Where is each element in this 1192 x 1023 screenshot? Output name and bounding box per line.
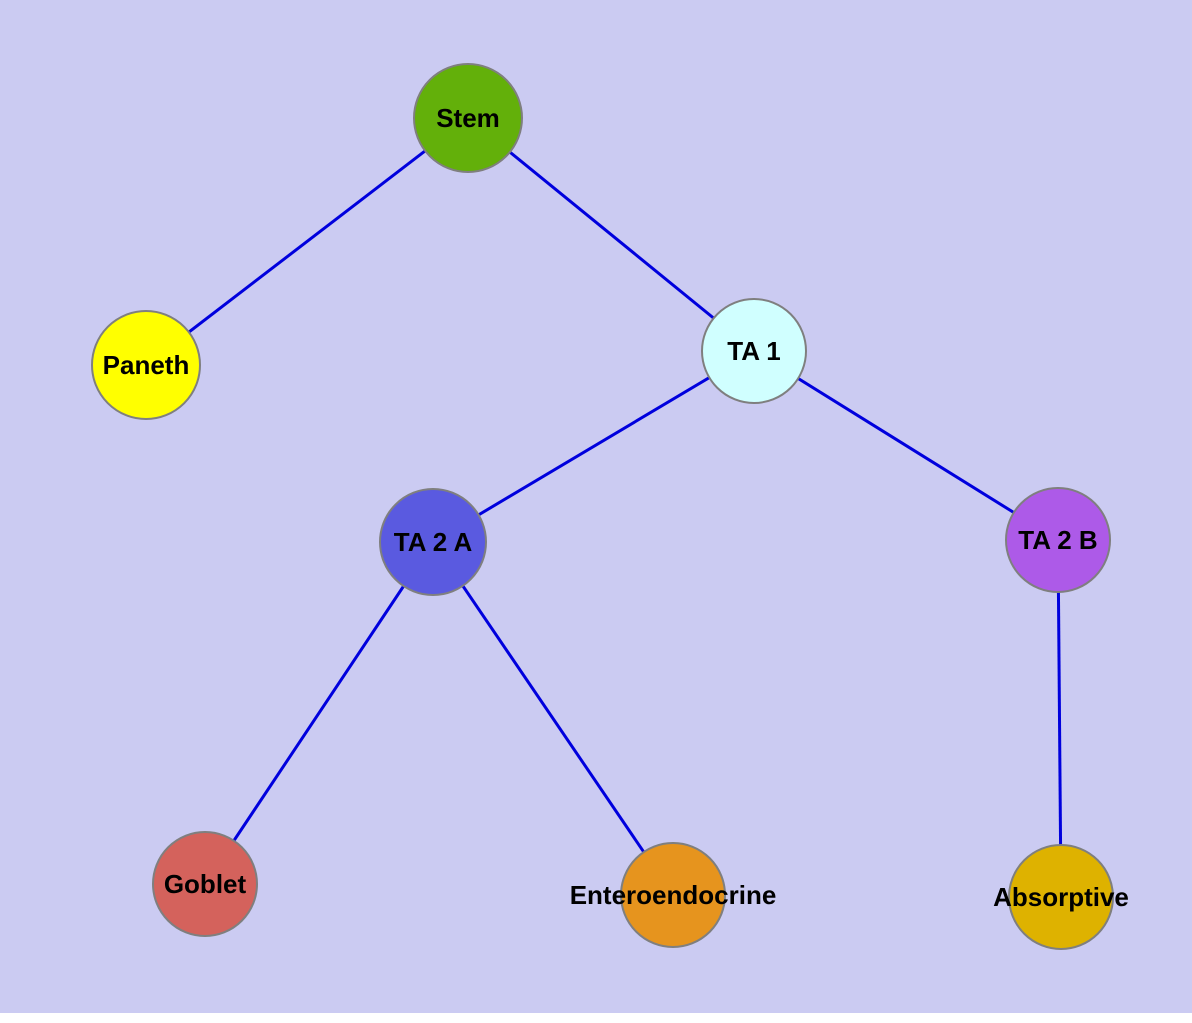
graph-edge-ta1-ta2a: [432, 349, 755, 544]
graph-edge-stem-ta1: [467, 116, 755, 353]
goblet-node-circle[interactable]: [152, 831, 258, 937]
ta2b-node-circle[interactable]: [1005, 487, 1111, 593]
graph-node-ta2a[interactable]: TA 2 A: [379, 488, 487, 596]
graph-node-ta2b[interactable]: TA 2 B: [1005, 487, 1111, 593]
graph-edge-stem-paneth: [145, 116, 469, 367]
edges-layer: [145, 116, 1063, 898]
graph-node-paneth[interactable]: Paneth: [91, 310, 201, 420]
graph-edge-ta2a-enteroendocrine: [431, 541, 675, 896]
graph-edge-ta2a-goblet: [203, 541, 435, 885]
graph-edge-ta1-ta2b: [753, 349, 1059, 542]
stem-node-circle[interactable]: [413, 63, 523, 173]
ta1-node-circle[interactable]: [701, 298, 807, 404]
enteroendocrine-node-circle[interactable]: [620, 842, 726, 948]
paneth-node-circle[interactable]: [91, 310, 201, 420]
graph-edge-ta2b-absorptive: [1056, 539, 1063, 898]
absorptive-node-circle[interactable]: [1008, 844, 1114, 950]
bottom-margin: [0, 1013, 1192, 1023]
graph-node-stem[interactable]: Stem: [413, 63, 523, 173]
graph-node-goblet[interactable]: Goblet: [152, 831, 258, 937]
graph-node-ta1[interactable]: TA 1: [701, 298, 807, 404]
ta2a-node-circle[interactable]: [379, 488, 487, 596]
